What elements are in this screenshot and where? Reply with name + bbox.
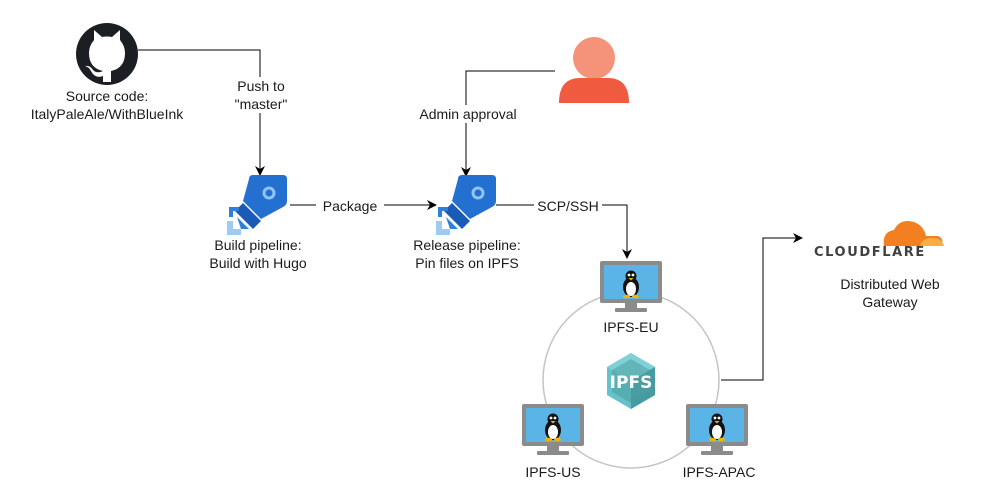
github-label: Source code: ItalyPaleAle/WithBlueInk	[30, 88, 184, 122]
ipfs-us-label: IPFS-US	[525, 464, 581, 480]
release-pipeline-label: Release pipeline: Pin files on IPFS	[413, 237, 521, 271]
user-icon	[559, 37, 629, 103]
cloudflare-wordmark: CLOUDFLARE	[814, 245, 926, 260]
edge-label-admin-approval: Admin approval	[408, 105, 528, 123]
ipfs-apac-label: IPFS-APAC	[682, 464, 756, 480]
azure-pipelines-icon	[436, 173, 498, 235]
linux-vm-icon	[686, 404, 748, 455]
github-icon	[76, 23, 138, 85]
edge-push	[138, 49, 265, 176]
build-pipeline-label: Build pipeline: Build with Hugo	[209, 237, 307, 271]
cloudflare-cloud-icon	[883, 221, 944, 246]
edge-to-cloudflare	[721, 233, 803, 381]
ipfs-icon: IPFS	[607, 353, 655, 409]
linux-vm-icon	[600, 261, 662, 312]
edge-label-push: Push to "master"	[215, 77, 307, 113]
edge-label-scp-ssh: SCP/SSH	[534, 197, 602, 215]
ipfs-logo-text: IPFS	[610, 373, 653, 393]
edge-label-package: Package	[316, 197, 384, 215]
cloudflare-gateway-label: Distributed Web Gateway	[840, 276, 940, 310]
edge-admin-approval	[461, 70, 555, 177]
azure-pipelines-icon	[227, 173, 289, 235]
ipfs-eu-label: IPFS-EU	[603, 319, 659, 335]
